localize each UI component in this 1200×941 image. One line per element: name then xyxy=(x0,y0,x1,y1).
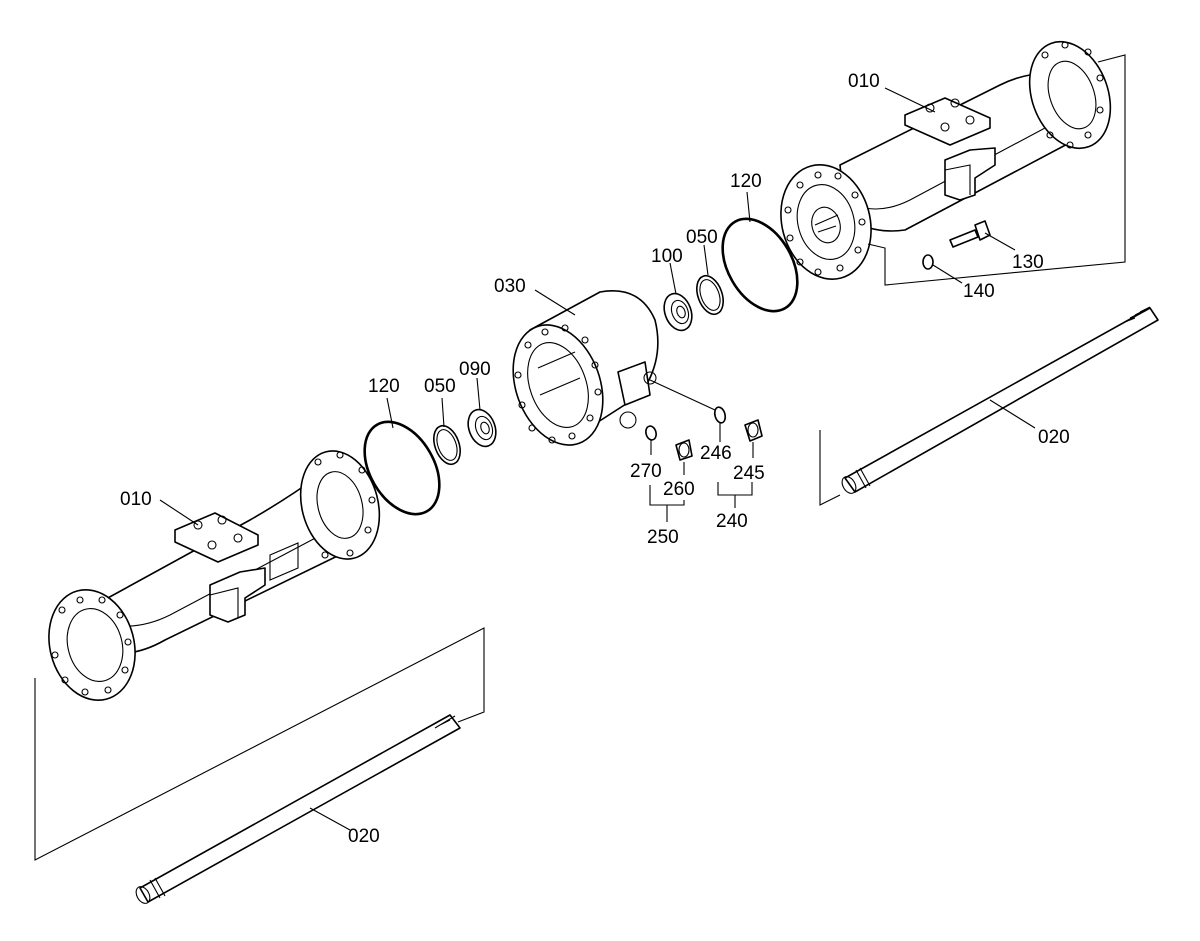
axle-housing-bottom-left xyxy=(48,450,381,701)
callout-020-right: 020 xyxy=(1038,427,1070,448)
callout-labels: 010 010 020 020 030 120 050 090 100 050 … xyxy=(120,71,1070,847)
callout-030: 030 xyxy=(494,276,526,297)
callout-090: 090 xyxy=(459,359,491,380)
axle-shaft-left xyxy=(135,714,461,904)
bearing-100 xyxy=(663,292,693,332)
callout-140: 140 xyxy=(963,281,995,302)
callout-120-left: 120 xyxy=(368,376,400,397)
plug-260 xyxy=(675,439,693,461)
callout-010-top: 010 xyxy=(848,71,880,92)
plug-245 xyxy=(744,419,763,442)
o-ring-120-right xyxy=(721,217,799,313)
axle-shaft-right xyxy=(841,306,1159,494)
callout-050-left: 050 xyxy=(424,376,456,397)
callout-260: 260 xyxy=(663,479,695,500)
callout-246: 246 xyxy=(700,443,732,464)
callout-010-bottom: 010 xyxy=(120,489,152,510)
callout-050-right: 050 xyxy=(686,227,718,248)
axle-housing-top-right xyxy=(780,40,1112,280)
snap-ring-050-left xyxy=(433,424,461,466)
callout-245: 245 xyxy=(733,463,765,484)
center-housing xyxy=(512,290,659,446)
leader-lines xyxy=(34,54,1126,861)
o-ring-246 xyxy=(713,406,727,424)
callout-100: 100 xyxy=(651,246,683,267)
o-ring-120-left xyxy=(363,420,441,516)
washer-140 xyxy=(922,254,934,270)
callout-020-left: 020 xyxy=(348,826,380,847)
callout-240: 240 xyxy=(716,511,748,532)
bolt-130 xyxy=(949,220,991,248)
callout-250: 250 xyxy=(647,527,679,548)
callout-270: 270 xyxy=(630,461,662,482)
bearing-090 xyxy=(467,408,497,448)
callout-130: 130 xyxy=(1012,252,1044,273)
o-ring-270 xyxy=(645,425,657,441)
snap-ring-050-right xyxy=(696,274,724,316)
callout-120-right: 120 xyxy=(730,171,762,192)
